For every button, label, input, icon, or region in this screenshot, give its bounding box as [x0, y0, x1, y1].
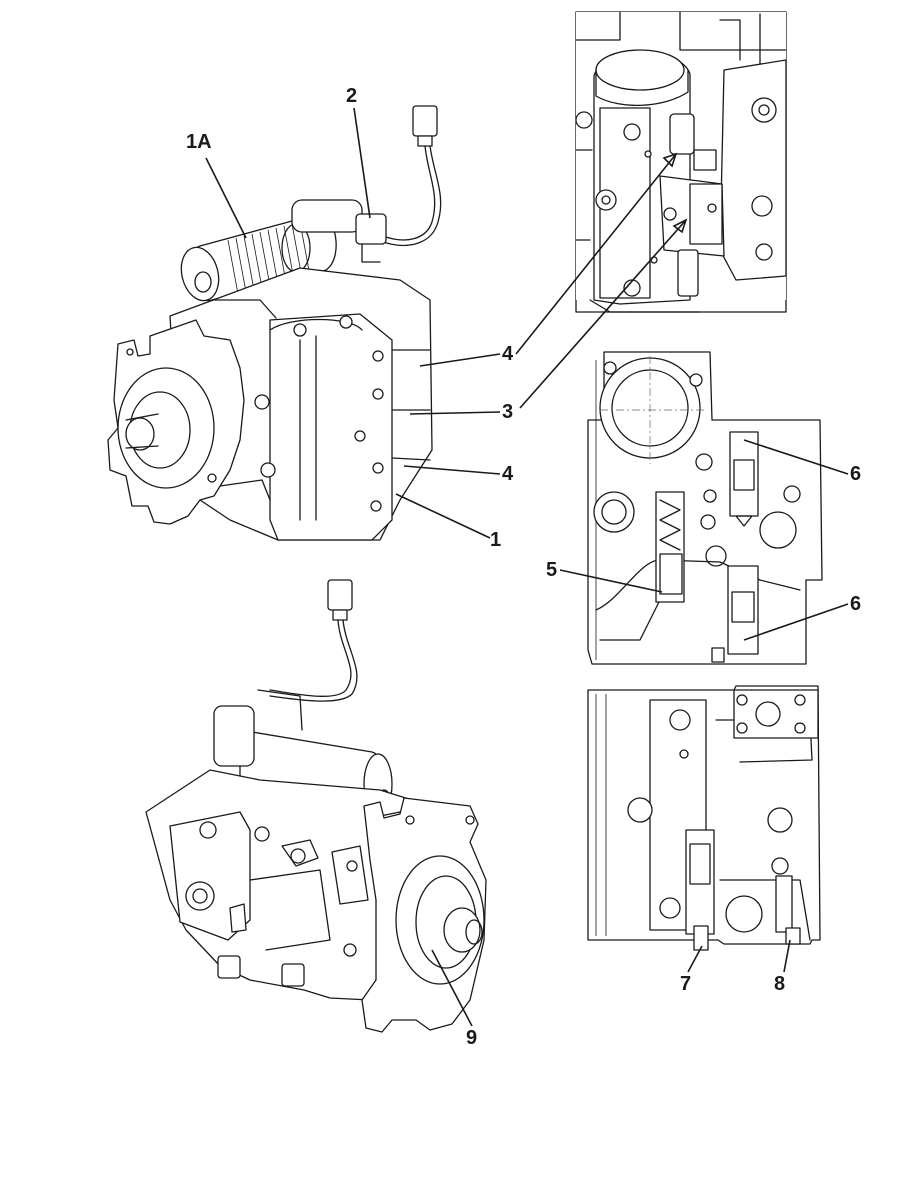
leader-6-bottom [743, 603, 849, 641]
callout-2: 2 [346, 85, 358, 107]
callout-9: 9 [466, 1027, 478, 1049]
leader-4-bottom [403, 465, 501, 475]
callout-4-top: 4 [502, 343, 514, 365]
leader-3 [409, 411, 501, 415]
callout-6-bottom: 6 [850, 593, 862, 615]
leader-1 [395, 493, 491, 539]
solenoid-valve [291, 199, 387, 263]
callout-7: 7 [680, 973, 692, 995]
section-view-bottom [587, 685, 821, 951]
relief-valve-5 [655, 491, 685, 603]
leader-2 [353, 107, 371, 219]
callout-1: 1 [490, 529, 502, 551]
callout-3: 3 [502, 401, 514, 423]
pump-body-bottom [145, 769, 421, 1001]
callout-4-bottom: 4 [502, 463, 514, 485]
leader-arrow-3 [672, 218, 688, 234]
electrical-connector-top [382, 105, 442, 246]
leader-4-detail [515, 153, 677, 355]
section-view-top [587, 351, 823, 665]
leader-4-top [419, 353, 501, 367]
check-valve-6-upper [729, 431, 759, 527]
callout-5: 5 [546, 559, 558, 581]
callout-8: 8 [774, 973, 786, 995]
leader-5 [559, 569, 663, 593]
leader-6-top [743, 439, 849, 475]
electrical-connector-bottom [269, 579, 358, 702]
pump-assembly-bottom [145, 579, 487, 1033]
leader-9 [431, 949, 473, 1027]
leader-arrow-4 [662, 152, 678, 168]
leader-7 [687, 945, 703, 973]
mounting-flange-bottom [361, 797, 487, 1033]
leader-8 [783, 939, 791, 973]
mounting-flange-top [107, 319, 245, 525]
callout-6-top: 6 [850, 463, 862, 485]
detail-view-installed [575, 11, 787, 313]
valve-7 [685, 829, 715, 951]
pump-assembly-top [107, 105, 442, 541]
leader-3-detail [519, 219, 687, 409]
leader-1A [205, 157, 247, 239]
filter-cartridge [180, 213, 337, 302]
callout-1A: 1A [186, 131, 212, 153]
leader-lines [205, 107, 849, 1027]
pump-body-top [169, 267, 433, 541]
check-valve-6-lower [711, 565, 759, 663]
